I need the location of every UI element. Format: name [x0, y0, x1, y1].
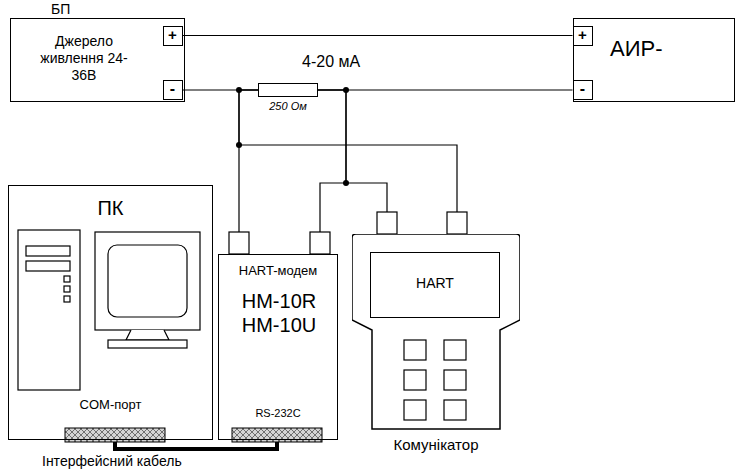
interface-name: RS-232C	[219, 407, 337, 420]
terminal-sign: +	[164, 26, 182, 44]
box-title: Джерело живлення 24-36В	[31, 33, 137, 83]
signal-wire	[318, 89, 573, 90]
computer-box: ПК COM-порт	[8, 185, 213, 440]
resistor-symbol: 250 Ом	[258, 83, 318, 97]
terminal-sign: -	[574, 79, 592, 98]
junction-dots	[236, 87, 349, 186]
terminal-box: +	[163, 26, 183, 46]
port-name: COM-порт	[9, 397, 212, 413]
modem-title: HART-модем	[219, 263, 337, 279]
computer-title: ПК	[9, 196, 212, 220]
terminal-box: -	[163, 80, 183, 100]
signal-wire	[318, 90, 346, 254]
communicator-outline	[352, 234, 520, 430]
device-title: АИР-	[610, 36, 663, 62]
unit-heading: БП	[51, 1, 70, 18]
signal-wire	[239, 90, 258, 254]
pc-tower	[18, 230, 80, 390]
terminal-box: -	[573, 80, 593, 100]
signal-wire	[183, 35, 573, 36]
signal-label: 4-20 мА	[302, 52, 360, 71]
pc-monitor	[95, 232, 200, 348]
resistance-value: 250 Ом	[259, 100, 317, 113]
signal-wire	[239, 90, 457, 234]
modem-model: HM-10R HM-10U	[229, 289, 329, 337]
cable-label: Інтерфейсний кабель	[40, 453, 184, 470]
terminal-box: +	[573, 26, 593, 46]
modem-box: HART-модемHM-10R HM-10U RS-232C	[218, 254, 338, 440]
communicator-device: КомунікаторHART	[352, 234, 520, 430]
terminal-sign: +	[574, 26, 592, 44]
screen-text: HART	[371, 275, 499, 292]
device-box: АИР- + -	[573, 18, 735, 102]
power-supply-box: БПДжерело живлення 24-36В+-	[10, 18, 185, 102]
device-caption: Комунікатор	[352, 436, 520, 454]
terminal-sign: -	[164, 79, 182, 98]
communicator-screen: HART	[370, 252, 500, 318]
